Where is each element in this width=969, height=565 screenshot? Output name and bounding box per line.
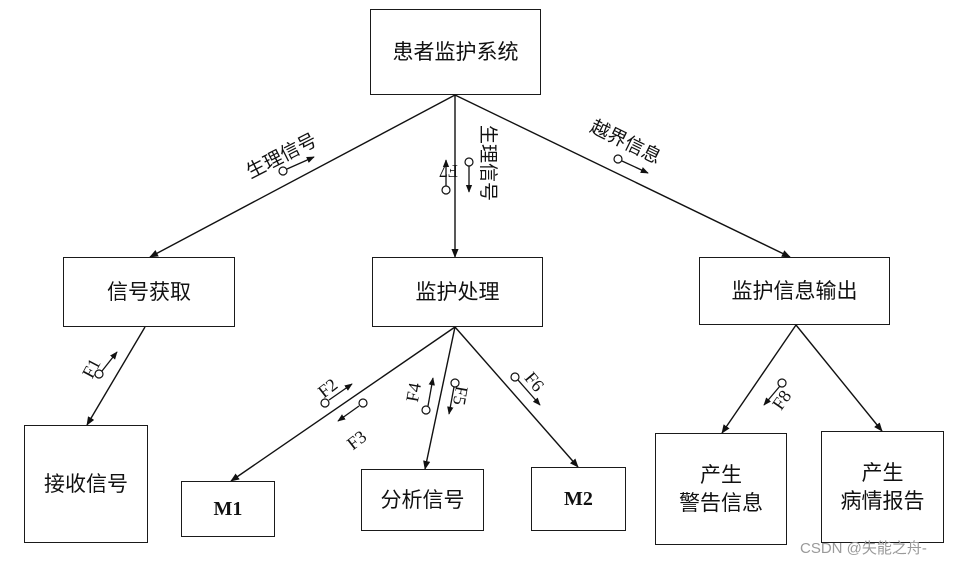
edge-label-center: 生理信号: [477, 125, 499, 202]
node-gen-alarm-line2: 警告信息: [679, 491, 763, 515]
node-receive-signal: 接收信号: [24, 425, 148, 543]
edge-root-monitor-output: [454, 94, 791, 258]
edge-acquire-receive: [86, 326, 146, 426]
couple-left-signal: [278, 156, 315, 176]
node-gen-report-line1: 产生: [861, 460, 904, 485]
couple-center-signal: [464, 157, 474, 193]
node-signal-acquire: 信号获取: [63, 257, 235, 327]
node-gen-report-line2: 病情报告: [840, 489, 925, 513]
couple-right-info: [613, 154, 649, 174]
watermark: CSDN @失能之舟-: [800, 540, 927, 557]
node-m1: M1: [181, 481, 275, 537]
couple-f1: [94, 351, 118, 379]
couple-f5: [447, 378, 460, 415]
couple-f8: [763, 378, 787, 406]
flow-label-f5: F5: [449, 384, 472, 407]
couple-f3: [337, 398, 368, 422]
node-analyze-signal: 分析信号: [361, 469, 484, 531]
root-node: 患者监护系统: [370, 9, 541, 95]
node-gen-alarm-line1: 产生: [700, 462, 742, 487]
edge-output-report: [795, 324, 883, 432]
couple-f2: [320, 383, 353, 408]
flow-label-f4: F4: [402, 381, 425, 404]
node-monitor-output: 监护信息输出: [699, 257, 890, 325]
edge-root-signal-acquire: [149, 94, 456, 258]
node-gen-alarm: 产生 警告信息: [655, 433, 787, 545]
flow-label-f7: F7: [438, 161, 458, 181]
node-monitor-process: 监护处理: [372, 257, 543, 327]
edge-process-m1: [230, 326, 456, 482]
couple-f7: [441, 159, 451, 195]
node-gen-report: 产生 病情报告: [821, 431, 944, 543]
edge-process-m2: [454, 326, 579, 468]
couple-f4: [421, 377, 435, 415]
couple-f6: [510, 372, 541, 406]
edge-process-analyze: [423, 326, 456, 470]
node-m2: M2: [531, 467, 626, 531]
edge-output-alarm: [721, 324, 797, 434]
